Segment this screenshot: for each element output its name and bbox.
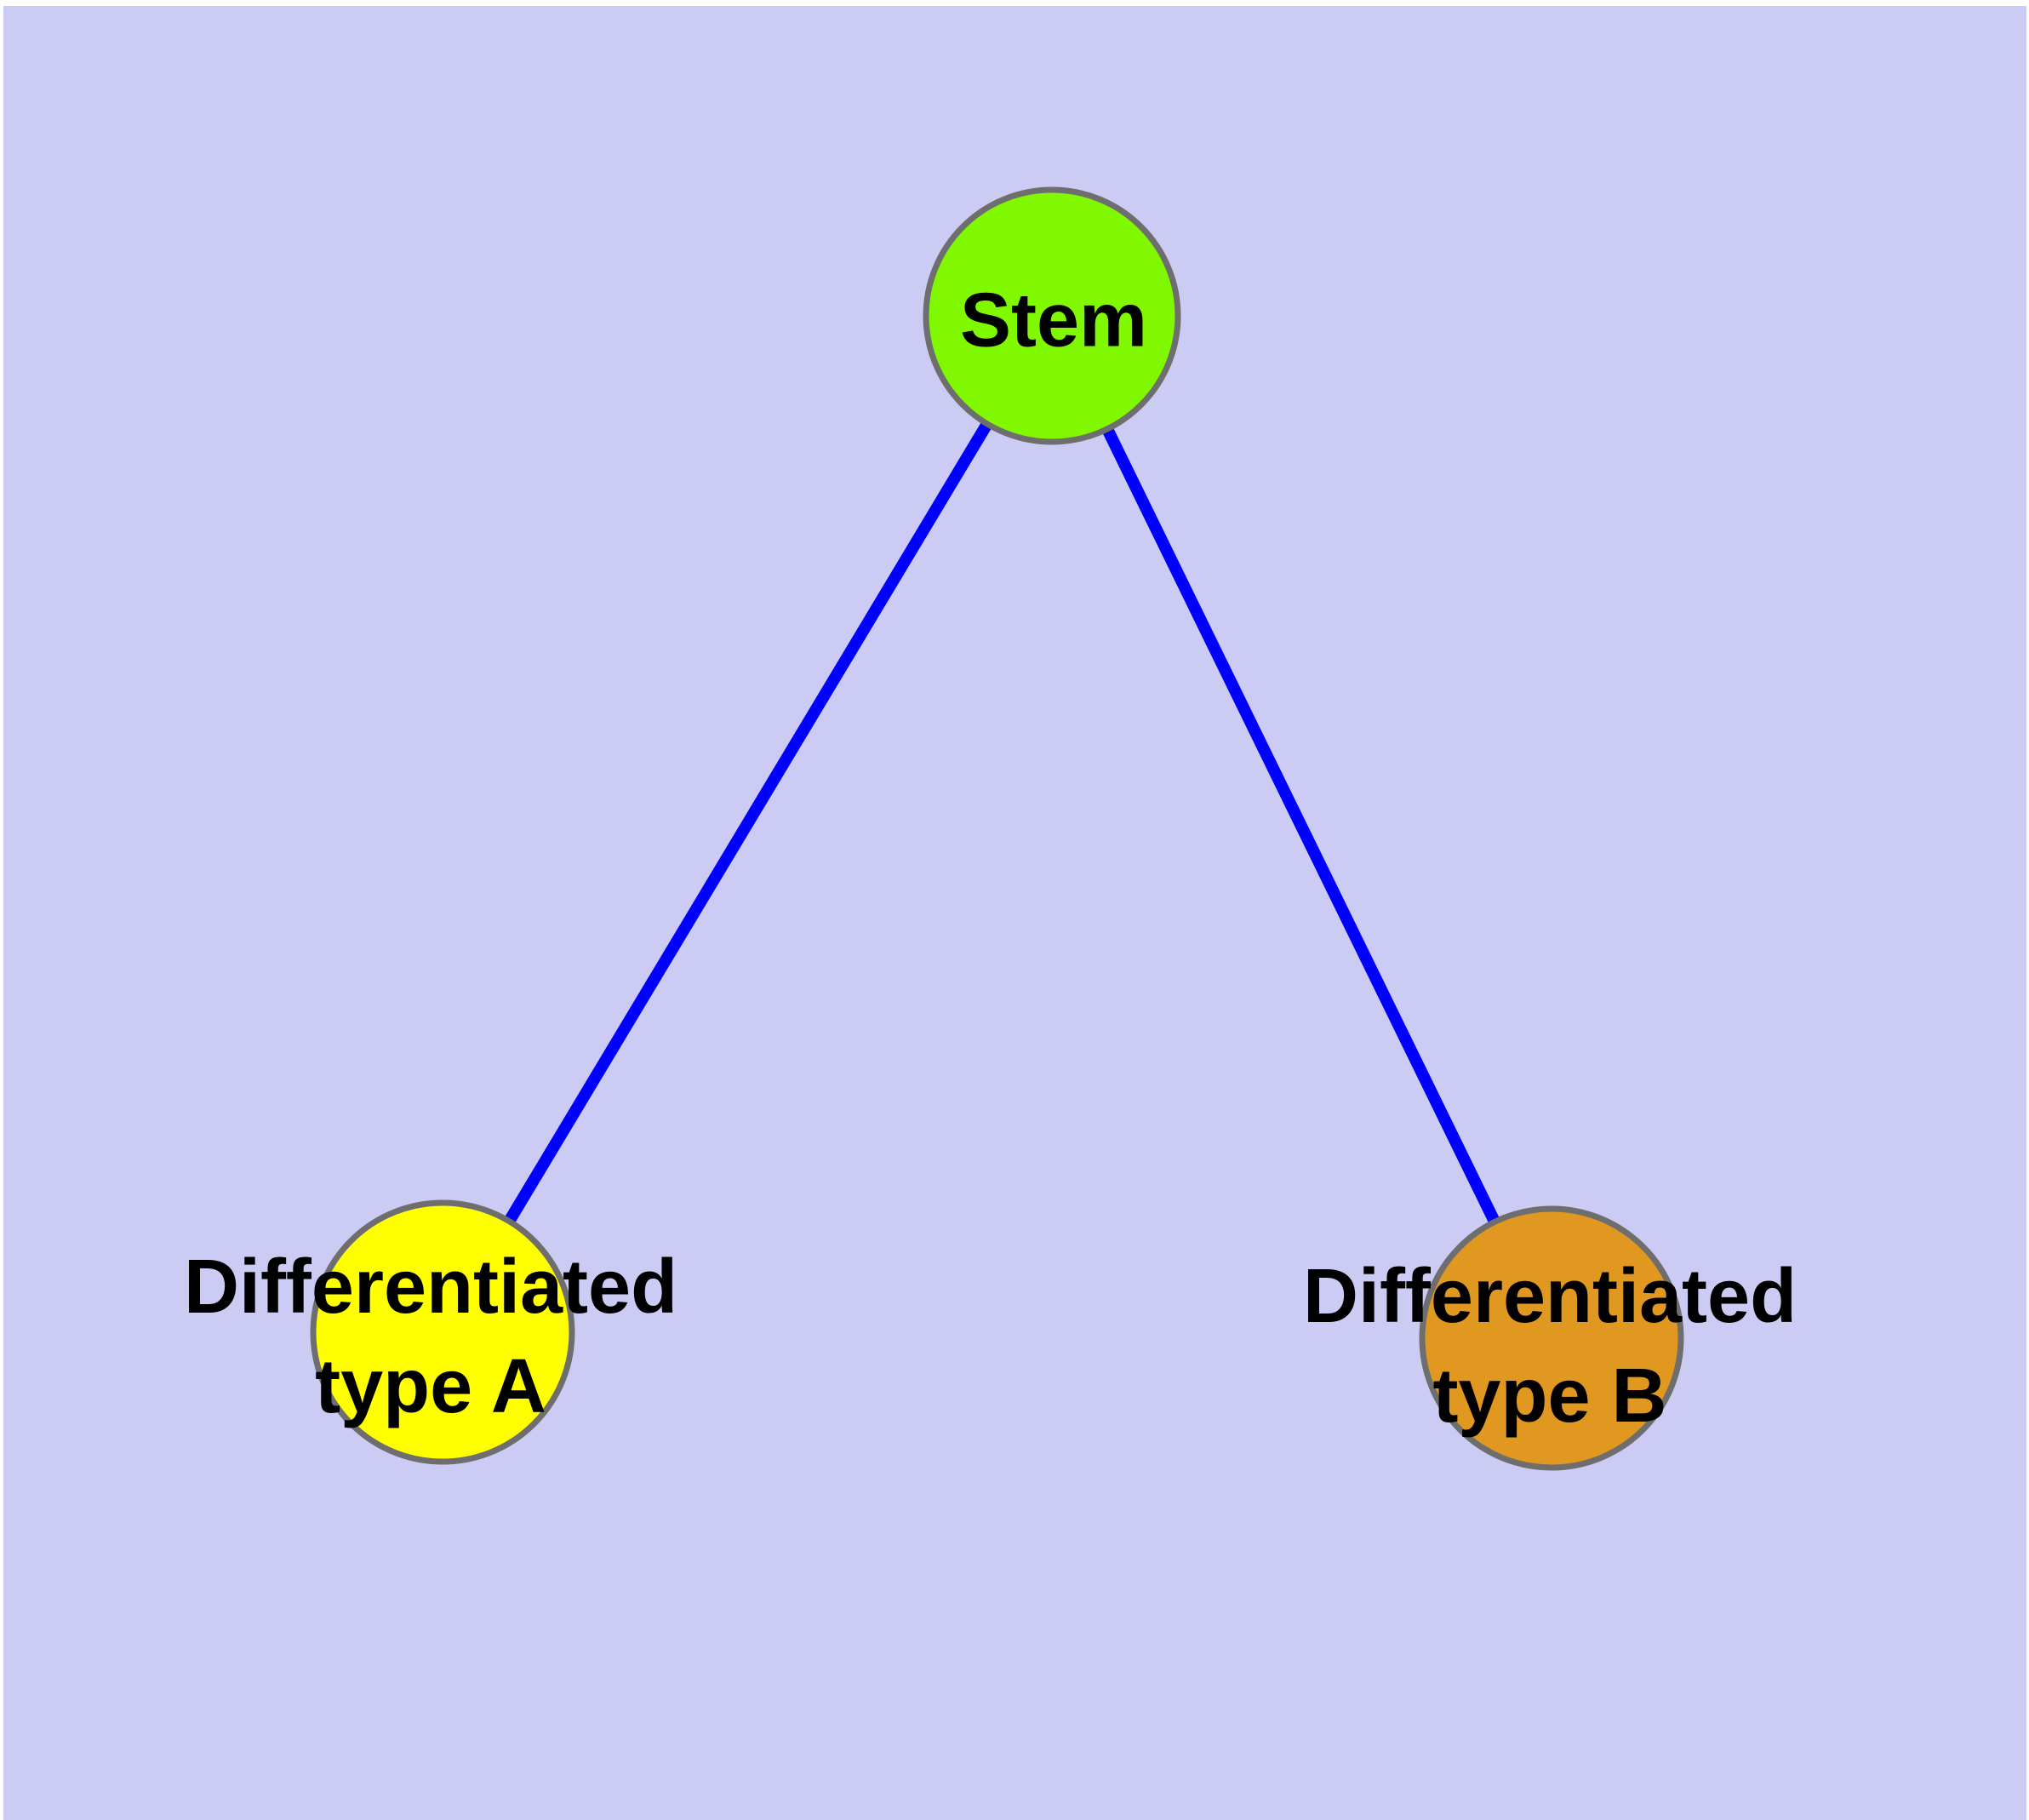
- node-circle-differentiated-type-a: [310, 1199, 575, 1465]
- node-circle-differentiated-type-b: [1419, 1205, 1684, 1471]
- edge-stem-to-differentiated-type-a: [437, 312, 1058, 1336]
- edge-stem-to-differentiated-type-b: [1046, 312, 1557, 1342]
- node-circle-stem: [923, 186, 1181, 445]
